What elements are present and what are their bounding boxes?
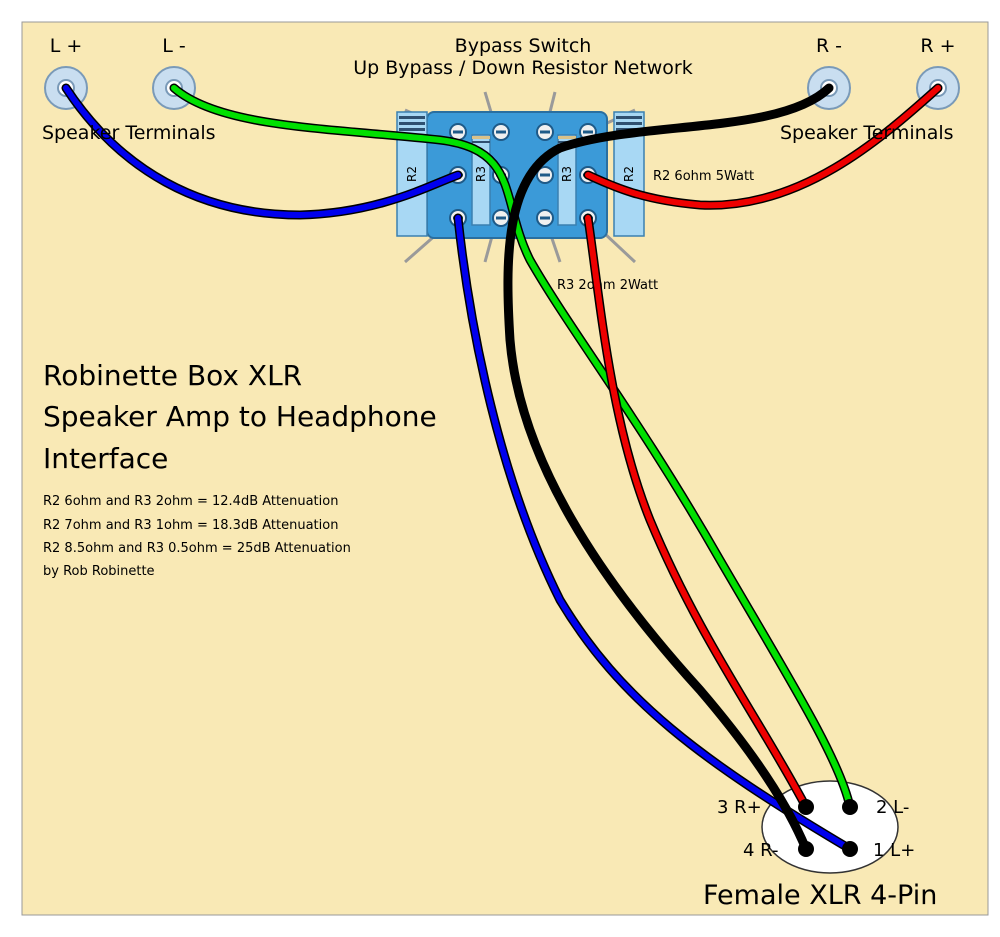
wire-black-right-minus [503, 83, 834, 854]
label-xlr-pin3: 3 R+ [717, 797, 762, 818]
title-line-3: Interface [43, 442, 168, 475]
wire-green-left-minus-core [171, 85, 853, 810]
label-xlr-pin1: 1 L+ [873, 840, 915, 861]
label-xlr-pin2: 2 L- [876, 797, 909, 818]
label-l-minus: L - [162, 35, 185, 57]
caption-right-terminals: Speaker Terminals [780, 122, 954, 144]
wire-blue-left-plus-core [63, 85, 461, 219]
label-l-plus: L + [50, 35, 83, 57]
caption-xlr: Female XLR 4-Pin [703, 880, 937, 911]
label-r-plus: R + [920, 35, 955, 57]
label-r2-spec: R2 6ohm 5Watt [653, 169, 754, 184]
wire-red-xlr-pin3-core [585, 215, 809, 810]
note-line-2: R2 7ohm and R3 1ohm = 18.3dB Attenuation [43, 518, 338, 533]
title-line-1: Robinette Box XLR [43, 359, 302, 392]
label-r2-left: R2 [405, 166, 419, 182]
note-line-1: R2 6ohm and R3 2ohm = 12.4dB Attenuation [43, 494, 338, 509]
label-r2-right: R2 [622, 166, 636, 182]
xlr-pins [798, 799, 858, 857]
xlr-connector-body [761, 780, 899, 874]
title-line-2: Speaker Amp to Headphone [43, 400, 437, 433]
label-r3-spec: R3 2ohm 2Watt [557, 278, 658, 293]
label-r-minus: R - [816, 35, 842, 57]
label-xlr-pin4: 4 R- [743, 840, 778, 861]
label-r3-right: R3 [560, 166, 574, 182]
note-author: by Rob Robinette [43, 564, 155, 579]
wire-blue-xlr-pin1-core [455, 215, 853, 852]
label-r3-left: R3 [474, 166, 488, 182]
caption-left-terminals: Speaker Terminals [42, 122, 216, 144]
switch-title: Bypass Switch [455, 35, 592, 57]
wire-red-right-plus-core [585, 85, 941, 209]
note-line-3: R2 8.5ohm and R3 0.5ohm = 25dB Attenuati… [43, 541, 351, 556]
switch-subtitle: Up Bypass / Down Resistor Network [353, 57, 693, 79]
